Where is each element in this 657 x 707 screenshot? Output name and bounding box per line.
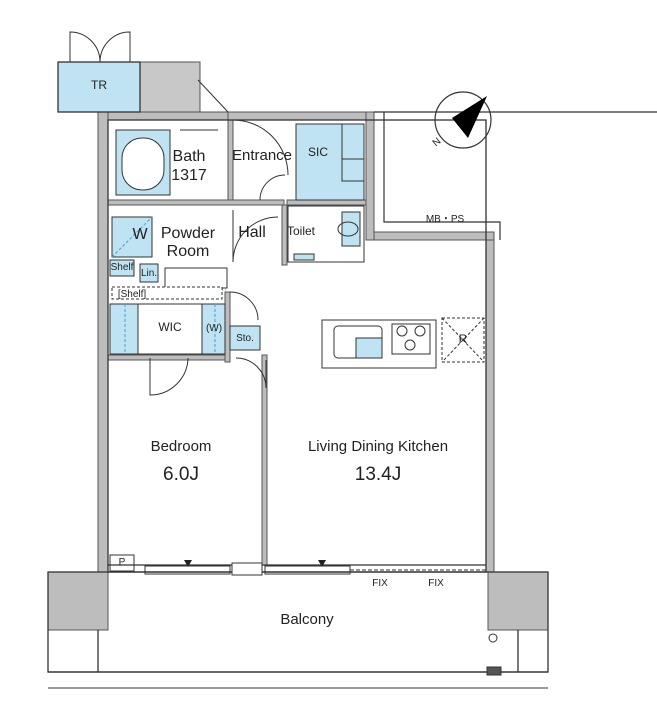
entrance-door [197, 79, 289, 201]
label-w: W [132, 226, 148, 243]
label-hall: Hall [238, 224, 266, 241]
window-frames [144, 562, 486, 576]
wic-fixtures [109, 303, 261, 355]
label-sto: Sto. [236, 333, 254, 344]
label-fix-1: FIX [372, 578, 388, 589]
hall-doors [229, 210, 279, 389]
kitchen-counter [321, 317, 485, 369]
label-p: P [118, 557, 126, 568]
label-balcony: Balcony [280, 611, 334, 628]
label-fix-2: FIX [428, 578, 444, 589]
powder-fixtures [109, 216, 228, 300]
label-wic: WIC [158, 320, 182, 334]
label-powder-room-1: Powder [160, 225, 216, 242]
label-mb-ps: MB・PS [425, 214, 465, 225]
north-compass-icon [434, 91, 492, 149]
label-shelf-small: Shelf [110, 262, 134, 273]
bedroom-door [149, 357, 189, 396]
sic-shelves [295, 123, 365, 201]
toilet-fixture [287, 205, 365, 263]
label-refrigerator: R [458, 332, 468, 346]
bathtub [115, 129, 218, 196]
balcony-symbols [486, 633, 502, 676]
label-sic: SIC [307, 145, 329, 159]
label-lin: Lin. [140, 268, 158, 279]
label-ldk: Living Dining Kitchen [307, 438, 449, 455]
label-tr: TR [91, 78, 107, 92]
p-closet [109, 554, 135, 572]
label-wic-w: (W) [205, 323, 223, 334]
window-marks [184, 560, 326, 567]
label-toilet: Toilet [286, 224, 316, 238]
label-entrance: Entrance [231, 147, 293, 164]
tr-doors [69, 31, 131, 63]
label-bath: Bath [172, 148, 206, 165]
label-bedroom-size: 6.0J [163, 464, 199, 485]
mb-ps-outline [374, 111, 657, 240]
room-outlines [47, 61, 549, 689]
label-ldk-size: 13.4J [354, 464, 402, 485]
label-bath-size: 1317 [171, 167, 207, 184]
label-bedroom: Bedroom [150, 438, 212, 455]
label-powder-room-2: Room [166, 243, 210, 260]
label-shelf: [Shelf] [117, 289, 147, 300]
